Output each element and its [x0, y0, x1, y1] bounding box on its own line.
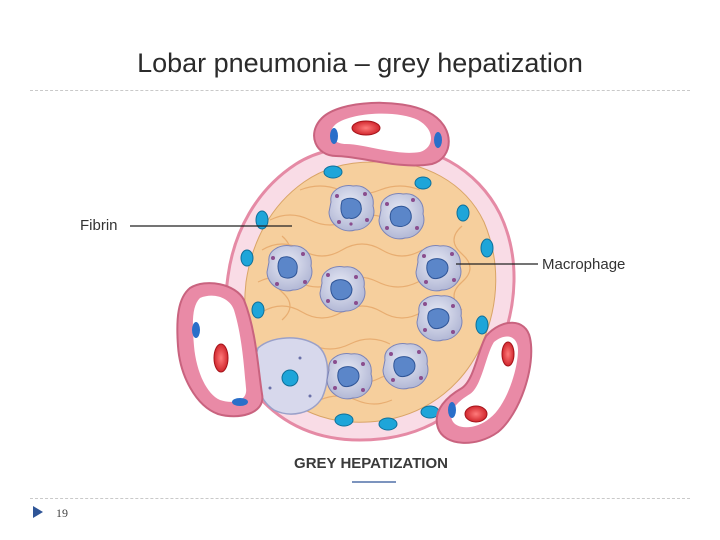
- macrophage: [326, 353, 373, 400]
- slide-number: 19: [56, 506, 68, 520]
- macrophage-label: Macrophage: [542, 256, 626, 273]
- red-blood-cell: [351, 120, 381, 136]
- red-blood-cell: [501, 341, 515, 367]
- macrophage: [416, 295, 463, 342]
- red-blood-cell: [464, 405, 488, 423]
- slide-title: Lobar pneumonia – grey hepatization: [137, 48, 583, 78]
- macrophage: [328, 185, 375, 232]
- capillary-right: [435, 321, 533, 444]
- macrophage: [378, 193, 425, 240]
- macrophage-cluster: [266, 185, 463, 400]
- figure-caption: GREY HEPATIZATION: [294, 455, 448, 472]
- footer-divider: [30, 498, 690, 499]
- macrophage: [319, 266, 366, 313]
- triangle-right-icon: [33, 506, 43, 518]
- capillary-left: [176, 282, 264, 418]
- macrophage: [266, 245, 313, 292]
- title-divider: [30, 90, 690, 91]
- epithelial-nuclei: [240, 165, 494, 431]
- macrophage: [415, 245, 462, 292]
- macrophage: [382, 343, 429, 390]
- capillary-top: [313, 101, 450, 167]
- fibrin-label: Fibrin: [80, 217, 118, 234]
- pneumocyte-cell: [254, 337, 329, 415]
- red-blood-cell: [213, 343, 229, 373]
